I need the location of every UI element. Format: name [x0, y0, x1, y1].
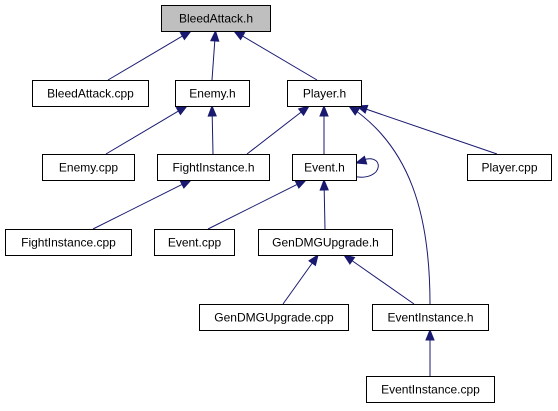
node-bleedattack-cpp[interactable]: BleedAttack.cpp	[32, 80, 149, 107]
node-enemy-h[interactable]: Enemy.h	[175, 80, 250, 107]
arrowhead-gendmgupgrade-h-to-event-h	[319, 178, 329, 191]
node-box-player-cpp[interactable]	[467, 154, 552, 181]
edge-enemy-cpp-to-enemy-h	[105, 105, 189, 155]
edge-eventinstance-h-to-player-h	[347, 105, 431, 305]
edges-layer	[92, 29, 498, 376]
edge-event-h-to-player-h	[319, 104, 329, 154]
edge-line-event-h-to-event-h	[351, 158, 379, 178]
edge-line-player-cpp-to-player-h	[366, 108, 498, 155]
node-box-fightinstance-h[interactable]	[157, 154, 270, 181]
node-label-event-h: Event.h	[304, 161, 345, 175]
arrowhead-event-cpp-to-event-h	[294, 179, 308, 189]
edge-event-h-to-event-h	[351, 155, 379, 178]
node-box-player-h[interactable]	[287, 80, 362, 107]
edge-line-eventinstance-h-to-gendmgupgrade-h	[351, 260, 415, 305]
edge-line-fightinstance-cpp-to-fightinstance-h	[92, 184, 183, 230]
node-box-gendmgupgrade-cpp[interactable]	[199, 304, 349, 331]
arrowhead-eventinstance-h-to-player-h	[347, 105, 361, 116]
node-box-bleedattack-cpp[interactable]	[32, 80, 149, 107]
arrowhead-event-h-to-event-h	[354, 155, 368, 165]
node-event-cpp[interactable]: Event.cpp	[154, 229, 235, 256]
node-box-enemy-cpp[interactable]	[42, 154, 135, 181]
node-label-bleedattack-cpp: BleedAttack.cpp	[47, 87, 134, 101]
edge-eventinstance-h-to-gendmgupgrade-h	[342, 254, 415, 305]
edge-line-enemy-cpp-to-enemy-h	[105, 110, 179, 155]
node-label-enemy-cpp: Enemy.cpp	[59, 161, 118, 175]
node-box-eventinstance-cpp[interactable]	[366, 376, 495, 403]
edge-line-enemy-h-to-bleedattack-h	[211, 40, 216, 81]
node-label-gendmgupgrade-h: GenDMGUpgrade.h	[272, 236, 379, 250]
edge-player-h-to-bleedattack-h	[232, 30, 318, 81]
node-event-h[interactable]: Event.h	[292, 154, 357, 181]
node-player-cpp[interactable]: Player.cpp	[467, 154, 552, 181]
node-box-eventinstance-h[interactable]	[372, 304, 489, 331]
node-box-bleedattack-h[interactable]	[161, 5, 271, 32]
node-bleedattack-h[interactable]: BleedAttack.h	[161, 5, 271, 32]
arrowhead-eventinstance-cpp-to-eventinstance-h	[425, 328, 435, 341]
arrowhead-event-h-to-player-h	[319, 104, 329, 117]
node-label-eventinstance-cpp: EventInstance.cpp	[381, 383, 480, 397]
edge-event-cpp-to-event-h	[207, 179, 308, 230]
node-eventinstance-h[interactable]: EventInstance.h	[372, 304, 489, 331]
node-label-player-h: Player.h	[303, 87, 346, 101]
arrowhead-player-h-to-bleedattack-h	[232, 30, 246, 41]
node-box-event-h[interactable]	[292, 154, 357, 181]
arrowhead-gendmgupgrade-cpp-to-gendmgupgrade-h	[308, 253, 319, 267]
arrowhead-player-cpp-to-player-h	[355, 104, 369, 114]
node-label-player-cpp: Player.cpp	[481, 161, 537, 175]
arrowhead-bleedattack-cpp-to-bleedattack-h	[179, 30, 193, 41]
node-gendmgupgrade-h[interactable]: GenDMGUpgrade.h	[258, 229, 393, 256]
edge-fightinstance-cpp-to-fightinstance-h	[92, 179, 193, 230]
node-label-fightinstance-cpp: FightInstance.cpp	[21, 236, 116, 250]
node-label-eventinstance-h: EventInstance.h	[387, 311, 473, 325]
node-label-enemy-h: Enemy.h	[189, 87, 235, 101]
edge-eventinstance-cpp-to-eventinstance-h	[425, 328, 435, 376]
arrowhead-fightinstance-cpp-to-fightinstance-h	[179, 179, 193, 189]
arrowhead-fightinstance-h-to-player-h	[297, 105, 311, 117]
arrowhead-eventinstance-h-to-gendmgupgrade-h	[342, 254, 356, 265]
edge-line-fightinstance-h-to-enemy-h	[211, 115, 214, 155]
node-label-event-cpp: Event.cpp	[168, 236, 222, 250]
edge-fightinstance-h-to-player-h	[246, 105, 311, 155]
node-gendmgupgrade-cpp[interactable]: GenDMGUpgrade.cpp	[199, 304, 349, 331]
node-box-enemy-h[interactable]	[175, 80, 250, 107]
edge-enemy-h-to-bleedattack-h	[210, 29, 220, 81]
edge-line-gendmgupgrade-cpp-to-gendmgupgrade-h	[282, 262, 313, 305]
edge-gendmgupgrade-cpp-to-gendmgupgrade-h	[282, 253, 319, 305]
edge-line-player-h-to-bleedattack-h	[242, 35, 318, 81]
node-player-h[interactable]: Player.h	[287, 80, 362, 107]
edge-player-cpp-to-player-h	[355, 104, 498, 155]
node-eventinstance-cpp[interactable]: EventInstance.cpp	[366, 376, 495, 403]
node-label-gendmgupgrade-cpp: GenDMGUpgrade.cpp	[214, 311, 334, 325]
arrowhead-enemy-cpp-to-enemy-h	[175, 105, 189, 116]
edge-bleedattack-cpp-to-bleedattack-h	[107, 30, 193, 81]
edge-line-eventinstance-h-to-player-h	[348, 105, 431, 305]
node-box-fightinstance-cpp[interactable]	[5, 229, 132, 256]
edge-line-gendmgupgrade-h-to-event-h	[323, 189, 326, 230]
node-box-gendmgupgrade-h[interactable]	[258, 229, 393, 256]
node-label-fightinstance-h: FightInstance.h	[172, 161, 254, 175]
node-enemy-cpp[interactable]: Enemy.cpp	[42, 154, 135, 181]
edge-line-fightinstance-h-to-player-h	[246, 111, 302, 155]
node-label-bleedattack-h: BleedAttack.h	[179, 12, 253, 26]
arrowhead-enemy-h-to-bleedattack-h	[210, 29, 220, 42]
edge-line-event-cpp-to-event-h	[207, 184, 298, 230]
edge-gendmgupgrade-h-to-event-h	[319, 178, 329, 230]
arrowhead-fightinstance-h-to-enemy-h	[207, 104, 217, 117]
node-fightinstance-h[interactable]: FightInstance.h	[157, 154, 270, 181]
node-fightinstance-cpp[interactable]: FightInstance.cpp	[5, 229, 132, 256]
edge-line-bleedattack-cpp-to-bleedattack-h	[107, 35, 183, 81]
node-box-event-cpp[interactable]	[154, 229, 235, 256]
edge-fightinstance-h-to-enemy-h	[207, 104, 217, 155]
